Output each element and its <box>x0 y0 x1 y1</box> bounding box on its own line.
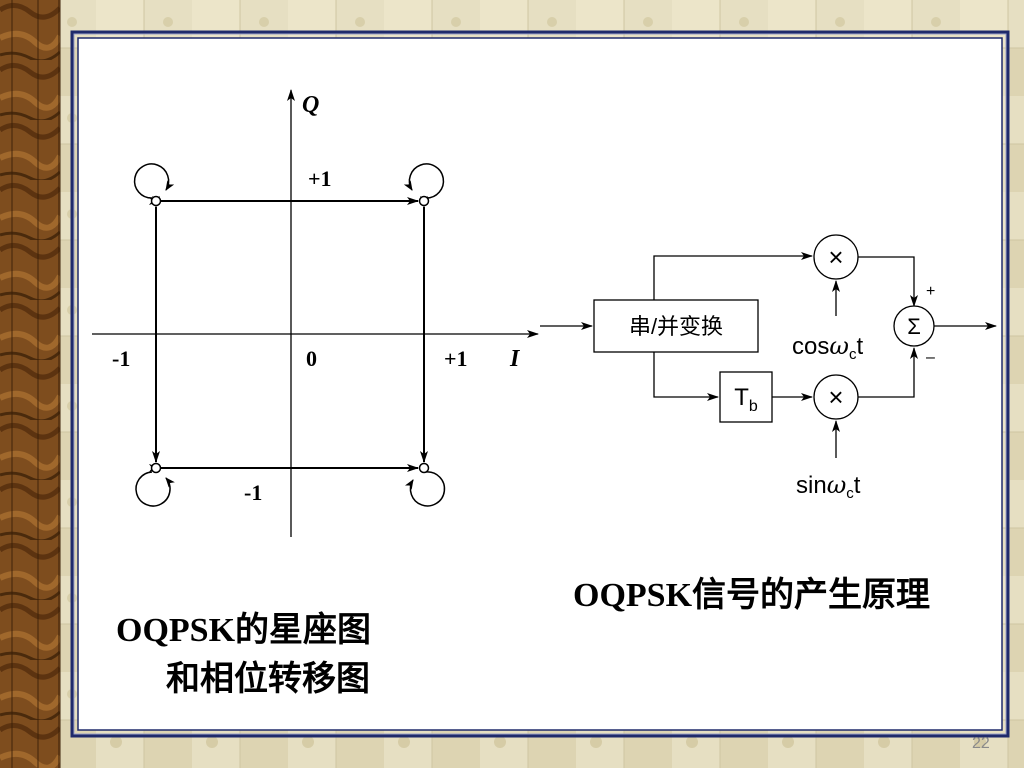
upper-multiplier-symbol: × <box>828 242 843 272</box>
sum-plus-sign: + <box>926 283 935 300</box>
constellation-caption-line2: 和相位转移图 <box>166 660 370 698</box>
constellation-diagram: Q I +1 -1 -1 0 +1 <box>92 89 539 537</box>
upper-to-sum-line <box>858 256 918 307</box>
cos-carrier-label: cosωct <box>792 332 863 363</box>
sum-minus-sign: – <box>926 349 935 366</box>
modulator-caption: OQPSK信号的产生原理 <box>573 576 930 614</box>
constellation-point <box>418 462 430 474</box>
label-right-plus1: +1 <box>444 346 468 371</box>
modulator-diagram: 串/并变换 Tb × × cosωct sinωct Σ + – <box>540 234 997 502</box>
constellation-point <box>150 462 162 474</box>
summer-symbol: Σ <box>907 314 921 339</box>
label-origin: 0 <box>306 346 317 371</box>
sin-carrier-label: sinωct <box>796 471 861 502</box>
upper-branch-line <box>653 252 813 300</box>
serial-parallel-converter-block <box>593 299 759 353</box>
constellation-point <box>418 195 430 207</box>
self-loop-bottom-left <box>135 471 175 507</box>
q-axis-label: Q <box>302 92 319 118</box>
serial-parallel-converter-label: 串/并变换 <box>629 314 723 339</box>
constellation-caption-line1: OQPSK的星座图 <box>116 611 371 649</box>
label-bottom-minus1: -1 <box>244 480 262 505</box>
page-number: 22 <box>972 735 990 752</box>
constellation-point <box>150 195 162 207</box>
lower-to-sum-line <box>858 347 918 398</box>
label-left-minus1: -1 <box>112 346 130 371</box>
self-loop-bottom-right <box>404 471 446 507</box>
i-axis-label: I <box>509 346 521 372</box>
self-loop-top-right <box>403 163 445 199</box>
label-top-plus1: +1 <box>308 166 332 191</box>
delay-label: Tb <box>734 384 758 415</box>
self-loop-top-left <box>133 163 175 199</box>
lower-multiplier-symbol: × <box>828 382 843 412</box>
lower-branch-line <box>653 352 719 401</box>
delay-block <box>719 371 773 423</box>
